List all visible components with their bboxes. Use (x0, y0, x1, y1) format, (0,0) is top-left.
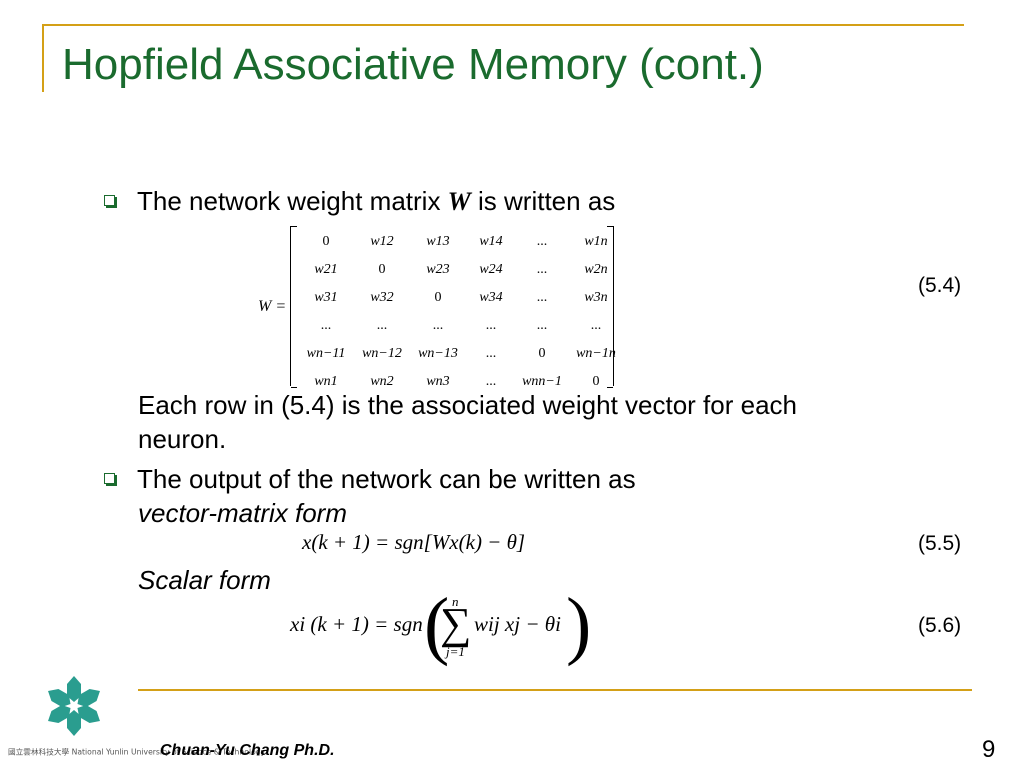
matrix-cell: ... (320, 318, 332, 333)
formula-5-6-right-paren: ) (566, 583, 592, 667)
formula-5-6-sigma: ∑ (440, 599, 472, 648)
matrix-lhs: W = (258, 298, 287, 315)
matrix-cell: w23 (426, 262, 450, 277)
matrix-cell: wn−12 (362, 346, 402, 361)
matrix-cell: w3n (584, 290, 608, 305)
matrix-cell: ... (485, 318, 497, 333)
matrix-cell: 0 (592, 374, 600, 389)
slide-title: Hopfield Associative Memory (cont.) (62, 40, 764, 89)
matrix-cell: w34 (479, 290, 503, 305)
row-description-line-1: Each row in (5.4) is the associated weig… (138, 390, 797, 420)
formula-5-6-lhs: xi (k + 1) = sgn (290, 612, 423, 636)
matrix-grid: 0 w12 w13 w14... w1n w21 0 w23 w24... w2n w31 w32 0 w… (298, 228, 624, 396)
matrix-cell: ... (590, 318, 602, 333)
frame-top-rule (42, 24, 964, 26)
matrix-cell: ... (536, 234, 548, 249)
matrix-cell: 0 (322, 234, 330, 249)
matrix-cell: ... (485, 346, 497, 361)
matrix-cell: ... (536, 290, 548, 305)
matrix-cell: wn−1n (576, 346, 616, 361)
matrix-cell: 0 (434, 290, 442, 305)
bullet-weight-matrix: The network weight matrix W is written a… (104, 186, 615, 217)
matrix-cell: w32 (370, 290, 394, 305)
equation-number-5-5: (5.5) (918, 532, 962, 555)
formula-5-6-body: wij xj − θi (474, 612, 561, 636)
matrix-cell: ... (485, 374, 497, 389)
bullet1-text-after: is written as (470, 186, 616, 216)
matrix-cell: wnn−1 (522, 374, 562, 389)
matrix-cell: wn2 (370, 374, 394, 389)
matrix-cell: w14 (479, 234, 503, 249)
bullet1-text-before: The network weight matrix (137, 186, 448, 216)
page-number: 9 (982, 736, 996, 763)
logo-caption: 國立雲林科技大學 National Yunlin University of S… (8, 748, 266, 758)
frame-left-rule (42, 24, 44, 92)
matrix-cell: w2n (584, 262, 608, 277)
formula-5-6-sum-lower: j=1 (446, 644, 465, 659)
matrix-cell: w31 (314, 290, 338, 305)
bullet-square-icon (104, 472, 115, 484)
formula-5-6-sum-upper: n (452, 594, 459, 609)
university-logo (44, 676, 104, 736)
matrix-cell: ... (432, 318, 444, 333)
matrix-cell: ... (376, 318, 388, 333)
matrix-cell: ... (536, 262, 548, 277)
matrix-cell: 0 (378, 262, 386, 277)
matrix-cell: w24 (479, 262, 503, 277)
bullet2-text: The output of the network can be written… (137, 464, 636, 494)
footer-author: Chuan-Yu Chang Ph.D. (160, 742, 335, 759)
row-description-line-2: neuron. (138, 424, 227, 454)
equation-number-5-6: (5.6) (918, 614, 962, 637)
formula-5-5: x(k + 1) = sgn[Wx(k) − θ] (302, 530, 526, 554)
matrix-cell: w12 (370, 234, 394, 249)
vector-matrix-form-label: vector-matrix form (138, 498, 347, 528)
matrix-cell: wn1 (314, 374, 338, 389)
matrix-cell: w1n (584, 234, 608, 249)
footer-rule (138, 689, 972, 691)
scalar-form-label: Scalar form (138, 565, 271, 595)
matrix-cell: wn−13 (418, 346, 458, 361)
equation-number-5-4: (5.4) (918, 274, 962, 297)
matrix-cell: wn−11 (306, 346, 346, 361)
bullet-network-output: The output of the network can be written… (104, 464, 636, 495)
formula-5-6-left-paren: ( (424, 583, 450, 667)
matrix-brackets (290, 226, 614, 388)
bullet-square-icon (104, 194, 115, 206)
matrix-cell: wn3 (426, 374, 450, 389)
matrix-cell: w21 (314, 262, 338, 277)
matrix-cell: ... (536, 318, 548, 333)
matrix-cell: w13 (426, 234, 450, 249)
matrix-cell: 0 (538, 346, 546, 361)
bullet1-symbol: W (447, 187, 471, 216)
